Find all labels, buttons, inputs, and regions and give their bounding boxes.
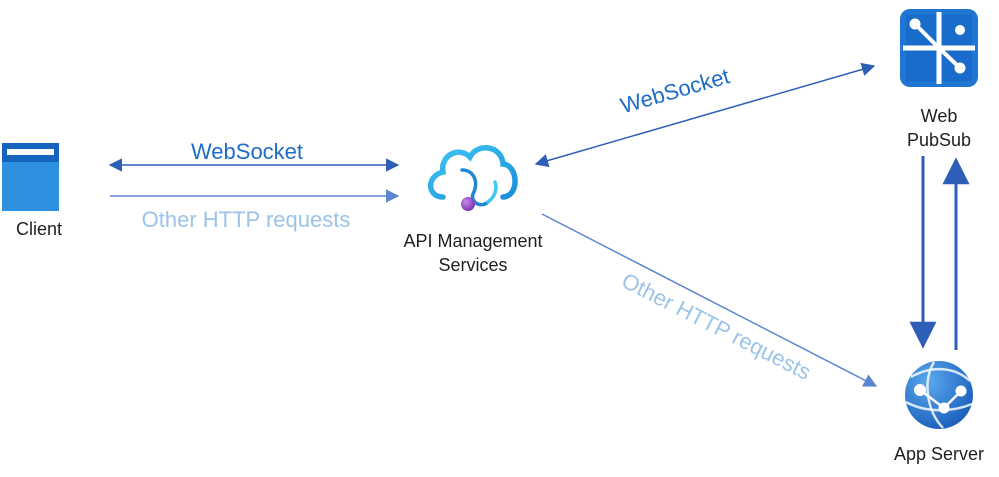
apim-websocket-label: WebSocket: [618, 63, 733, 118]
app-server-label: App Server: [894, 444, 984, 464]
web-pubsub-label-line1: Web: [921, 106, 958, 126]
client-icon: [2, 143, 59, 211]
api-management-icon: [427, 145, 518, 211]
api-management-label-line1: API Management: [403, 231, 542, 251]
apim-http-label: Other HTTP requests: [618, 268, 815, 385]
client-label: Client: [16, 219, 62, 239]
app-server-icon: [905, 361, 973, 429]
web-pubsub-icon: [900, 9, 978, 87]
client-http-label: Other HTTP requests: [142, 207, 351, 232]
client-websocket-label: WebSocket: [191, 139, 303, 164]
apim-http-arrow: [541, 213, 878, 387]
web-pubsub-label-line2: PubSub: [907, 130, 971, 150]
api-management-label-line2: Services: [438, 255, 507, 275]
apim-websocket-arrow: [534, 62, 876, 168]
